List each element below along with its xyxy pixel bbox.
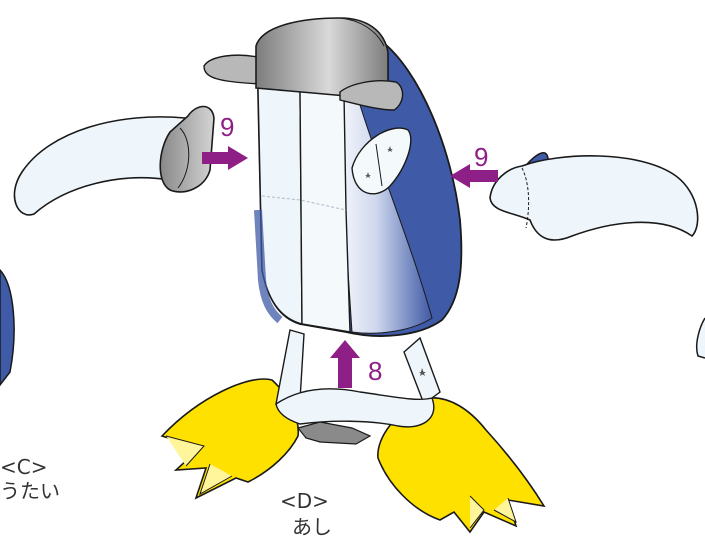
arrow-step-9-left: 9 (202, 112, 248, 170)
cap (203, 17, 404, 111)
caption-part-c: <C> うたい (0, 455, 60, 503)
feet-part-d (160, 329, 546, 534)
arrow-step-9-right: 9 (450, 142, 498, 188)
right-wing (489, 152, 699, 241)
part-d-code: <D> (280, 489, 329, 513)
penguin-body (254, 38, 463, 337)
arrow-step-8: 8 (330, 340, 382, 388)
step-number-9-left: 9 (220, 112, 234, 142)
part-c-code: <C> (0, 455, 47, 479)
part-d-name: あし (292, 515, 332, 539)
partial-right-piece (695, 317, 705, 359)
part-c-name: うたい (0, 479, 60, 503)
left-wing (13, 105, 215, 216)
caption-part-d: <D> あし (280, 489, 332, 539)
partial-left-piece (0, 268, 15, 387)
step-number-9-right: 9 (474, 142, 488, 172)
step-number-8: 8 (368, 356, 382, 386)
